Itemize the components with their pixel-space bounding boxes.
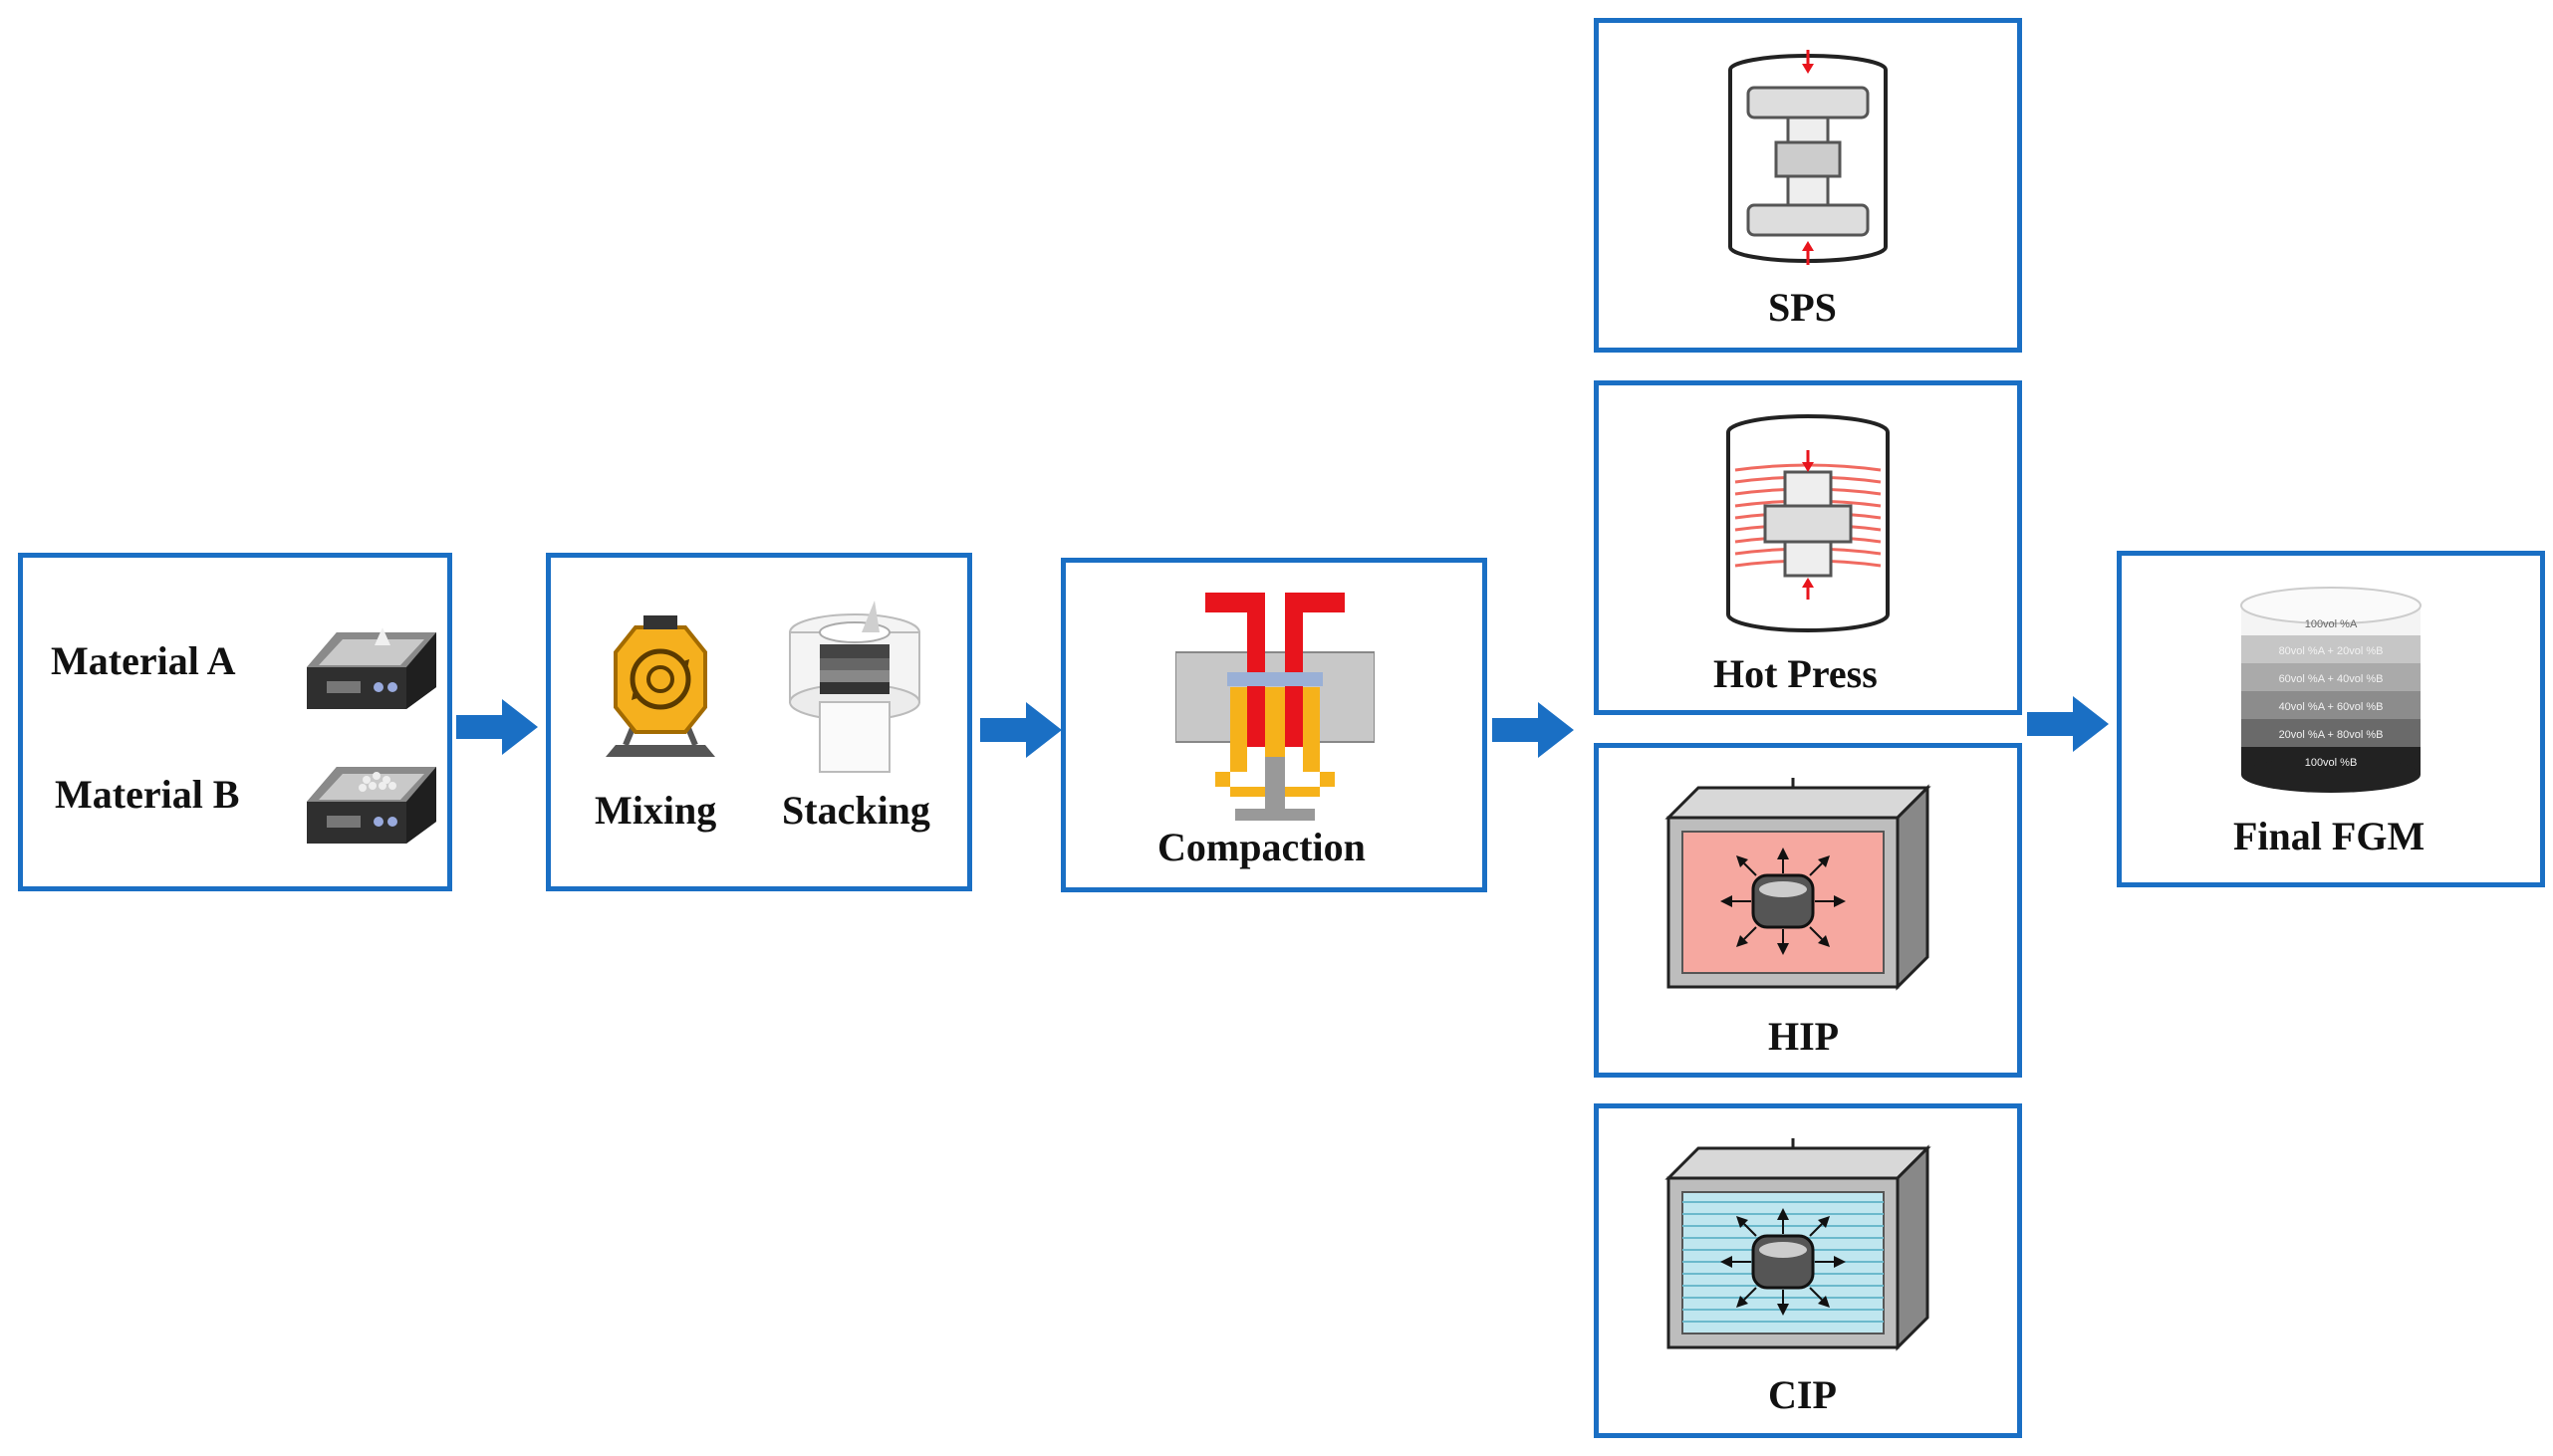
hip-box: HIP [1594,743,2022,1078]
hot-press-box: Hot Press [1594,380,2022,715]
materials-box: Material A Material B [18,553,452,891]
mixing-label: Mixing [595,788,717,833]
material-a-label: Material A [51,638,236,683]
sps-press-icon [1728,50,1888,265]
material-b-label: Material B [55,772,240,817]
final-fgm-box: 100vol %A 80vol %A + 20vol %B 60vol %A +… [2117,551,2545,887]
fgm-layer-5: 20vol %A + 80vol %B [2279,729,2384,741]
powder-dish-b-icon [307,767,436,844]
fgm-layer-2: 80vol %A + 20vol %B [2279,645,2384,657]
compaction-box: Compaction [1061,558,1487,892]
arrow-right-icon [1492,702,1574,758]
stacking-label: Stacking [782,788,930,833]
arrow-right-icon [980,702,1062,758]
fgm-cylinder-icon: 100vol %A 80vol %A + 20vol %B 60vol %A +… [2240,587,2422,793]
compaction-label: Compaction [1157,825,1366,869]
fgm-layer-3: 60vol %A + 40vol %B [2279,673,2384,685]
fgm-layer-4: 40vol %A + 60vol %B [2279,701,2384,713]
arrow-right-icon [2027,696,2109,752]
hot-press-icon [1726,414,1890,632]
arrow-right-icon [456,699,538,755]
cip-box: CIP [1594,1103,2022,1438]
hot-press-label: Hot Press [1713,651,1878,696]
final-fgm-label: Final FGM [2233,814,2425,858]
fgm-layer-6: 100vol %B [2305,757,2358,769]
sps-box: SPS [1594,18,2022,353]
hip-label: HIP [1768,1014,1840,1059]
cip-label: CIP [1768,1372,1837,1417]
stacking-die-icon [789,601,920,773]
mixing-stacking-box: Mixing Stacking [546,553,972,891]
hip-vessel-icon [1664,778,1931,991]
mixer-icon [606,615,715,757]
compaction-die-icon [1175,593,1375,821]
powder-dish-a-icon [307,627,436,709]
cip-vessel-icon [1664,1138,1931,1351]
fgm-layer-1: 100vol %A [2305,618,2358,630]
sps-label: SPS [1768,285,1837,330]
